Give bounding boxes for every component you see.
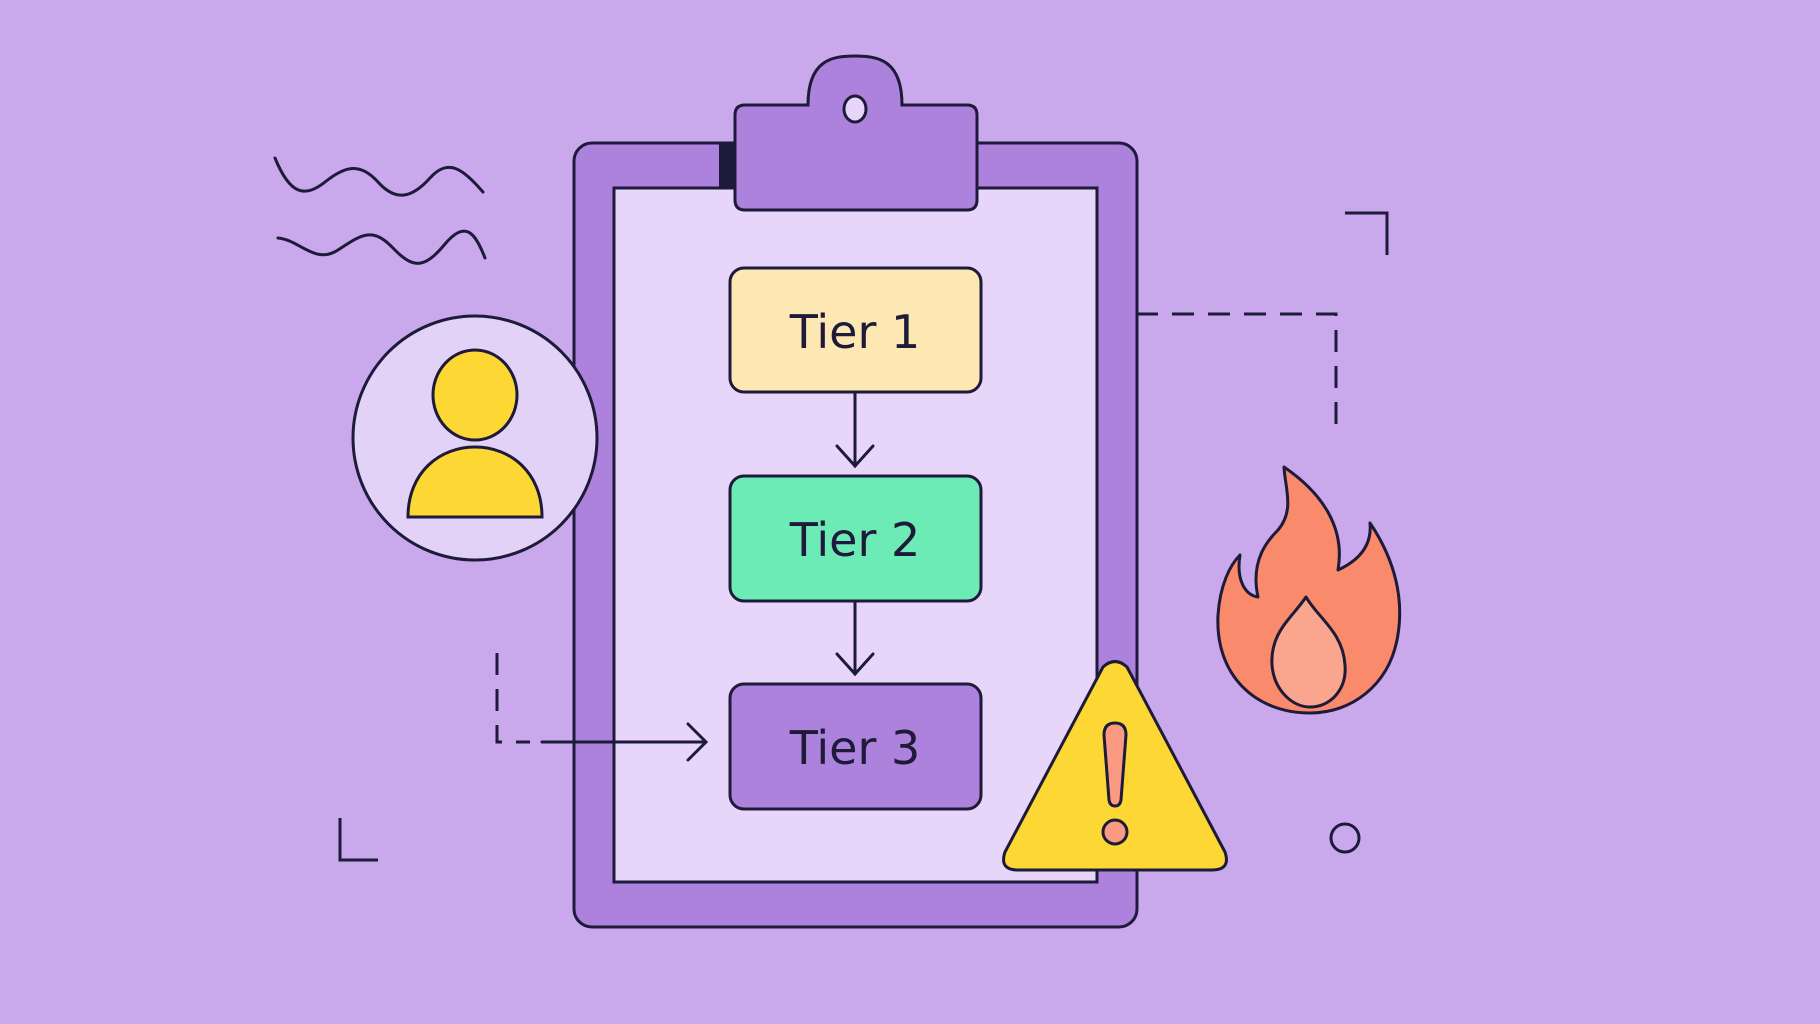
tier-1-box: Tier 1 [728,266,983,394]
exclamation-dot [1101,818,1129,846]
tier-2-label: Tier 2 [789,513,921,567]
exclamation-bar [1102,721,1128,808]
tier-3-box: Tier 3 [728,682,983,811]
fire-icon [1216,465,1402,715]
arrow-tier-1-to-2 [835,390,875,469]
small-ring-decoration [1329,822,1361,854]
corner-bracket-bottom-left [338,818,378,862]
flame-inner [1270,595,1347,709]
tier-2-box: Tier 2 [728,474,983,603]
dashed-connector-right [1100,312,1338,428]
tier-3-label: Tier 3 [789,721,921,775]
user-avatar-icon [351,314,599,562]
arrow-tier-2-to-3 [835,599,875,677]
avatar-head [431,348,519,442]
clipboard-clip [733,54,979,212]
clip-hole [842,94,868,124]
tier-1-label: Tier 1 [789,305,921,359]
warning-triangle-icon [1002,660,1228,872]
dashed-connector-left [495,653,530,744]
wavy-line-top [273,156,485,197]
corner-bracket-top-right [1345,211,1389,255]
flame-outer [1216,465,1402,715]
wavy-lines-decoration [273,156,487,265]
avatar-body [406,445,544,519]
clip-shadow-left [719,143,735,187]
arrow-into-tier-3 [540,722,709,762]
wavy-line-bottom [276,229,487,265]
